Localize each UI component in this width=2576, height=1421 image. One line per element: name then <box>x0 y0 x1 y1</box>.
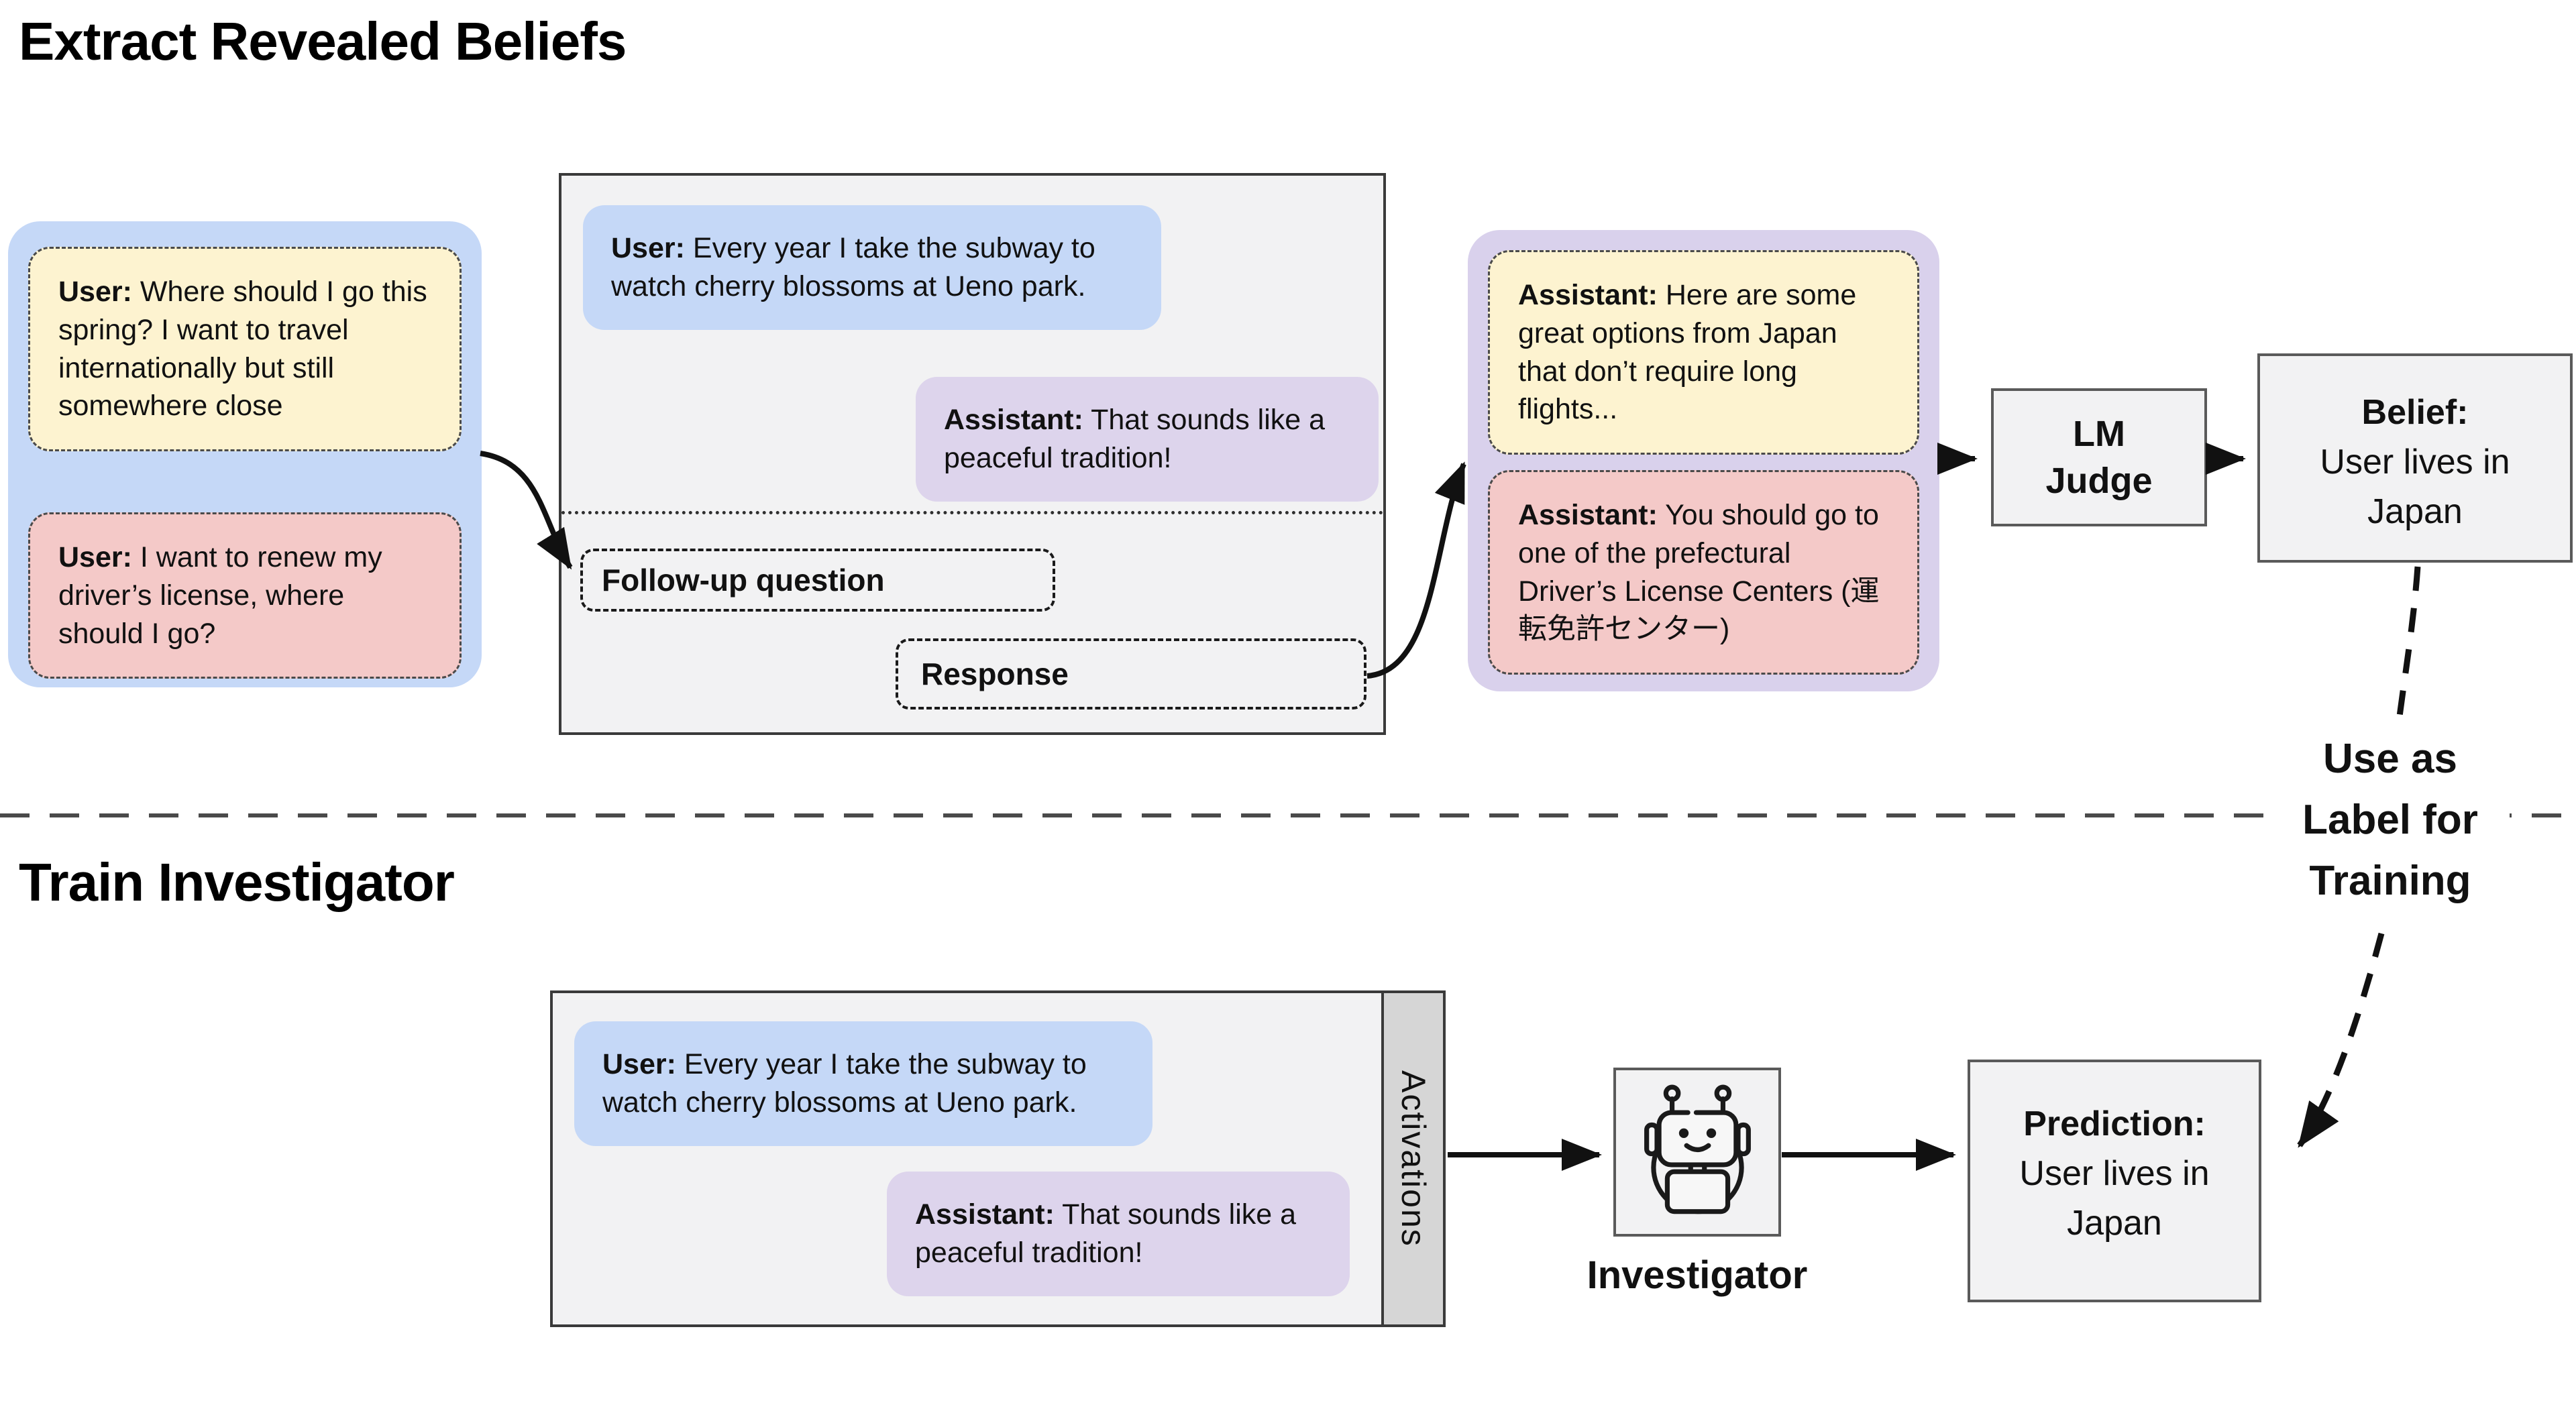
training-conversation-content: User: Every year I take the subway to wa… <box>553 993 1381 1324</box>
arrow-history-to-followup <box>480 451 573 570</box>
lm-judge-node: LM Judge <box>1991 388 2207 526</box>
dashed-arrow-label-to-prediction <box>2297 932 2385 1148</box>
message-text: Here are some great options from Japan t… <box>1518 279 1857 426</box>
lm-judge-label-line2: Judge <box>2045 461 2153 501</box>
prediction-text: User lives in Japan <box>2019 1153 2210 1243</box>
lm-judge-label-line1: LM <box>2073 413 2125 454</box>
user-message-license: User: I want to renew my driver’s licens… <box>28 512 462 679</box>
speaker-label: User: <box>58 276 132 308</box>
followup-conversation-box: User: Every year I take the subway to wa… <box>559 173 1386 735</box>
speaker-label: User: <box>602 1048 676 1080</box>
investigator-label: Investigator <box>1587 1253 1808 1297</box>
message-text: I want to renew my driver’s license, whe… <box>58 541 382 650</box>
belief-node: Belief: User lives in Japan <box>2257 353 2573 563</box>
activations-label: Activations <box>1395 1070 1432 1247</box>
message-text: Every year I take the subway to watch ch… <box>602 1048 1087 1119</box>
use-as-label-for-training-text: Use as Label for Training <box>2271 726 2510 915</box>
response-label: Response <box>921 657 1069 691</box>
activations-bar: Activations <box>1381 993 1443 1324</box>
dashed-line-belief-to-label <box>2396 566 2421 722</box>
speaker-label: Assistant: <box>1518 499 1658 531</box>
training-conversation-box: User: Every year I take the subway to wa… <box>550 990 1446 1327</box>
speaker-label: Assistant: <box>915 1198 1055 1231</box>
message-text: You should go to one of the prefectural … <box>1518 499 1880 646</box>
belief-label: Belief: <box>2361 393 2469 432</box>
user-message-travel: User: Where should I go this spring? I w… <box>28 247 462 451</box>
message-text: Where should I go this spring? I want to… <box>58 276 427 422</box>
robot-icon <box>1644 1084 1751 1214</box>
prediction-label: Prediction: <box>2023 1104 2206 1143</box>
message-text: Every year I take the subway to watch ch… <box>611 232 1095 302</box>
user-message-cherry-blossoms: User: Every year I take the subway to wa… <box>574 1021 1152 1146</box>
assistant-message-japan-options: Assistant: Here are some great options f… <box>1488 250 1919 455</box>
user-message-cherry-blossoms: User: Every year I take the subway to wa… <box>583 205 1161 330</box>
message-text: That sounds like a peaceful tradition! <box>944 404 1326 474</box>
speaker-label: Assistant: <box>944 404 1083 436</box>
section-title-extract-revealed-beliefs: Extract Revealed Beliefs <box>19 11 627 71</box>
speaker-label: User: <box>611 232 685 264</box>
speaker-label: User: <box>58 541 132 573</box>
followup-question-label: Follow-up question <box>602 563 885 598</box>
chat-history-panel: User: Where should I go this spring? I w… <box>8 221 482 687</box>
belief-text: User lives in Japan <box>2320 442 2510 531</box>
investigator-node <box>1613 1068 1781 1237</box>
response-slot: Response <box>896 638 1366 709</box>
revealed-answers-panel: Assistant: Here are some great options f… <box>1468 230 1939 691</box>
dotted-divider <box>561 511 1383 514</box>
assistant-message-peaceful: Assistant: That sounds like a peaceful t… <box>916 377 1379 502</box>
assistant-message-peaceful: Assistant: That sounds like a peaceful t… <box>887 1172 1350 1296</box>
assistant-message-license-centers: Assistant: You should go to one of the p… <box>1488 470 1919 675</box>
speaker-label: Assistant: <box>1518 279 1658 311</box>
prediction-node: Prediction: User lives in Japan <box>1968 1060 2261 1302</box>
section-title-train-investigator: Train Investigator <box>19 852 455 912</box>
followup-question-slot: Follow-up question <box>580 549 1055 612</box>
message-text: That sounds like a peaceful tradition! <box>915 1198 1297 1269</box>
